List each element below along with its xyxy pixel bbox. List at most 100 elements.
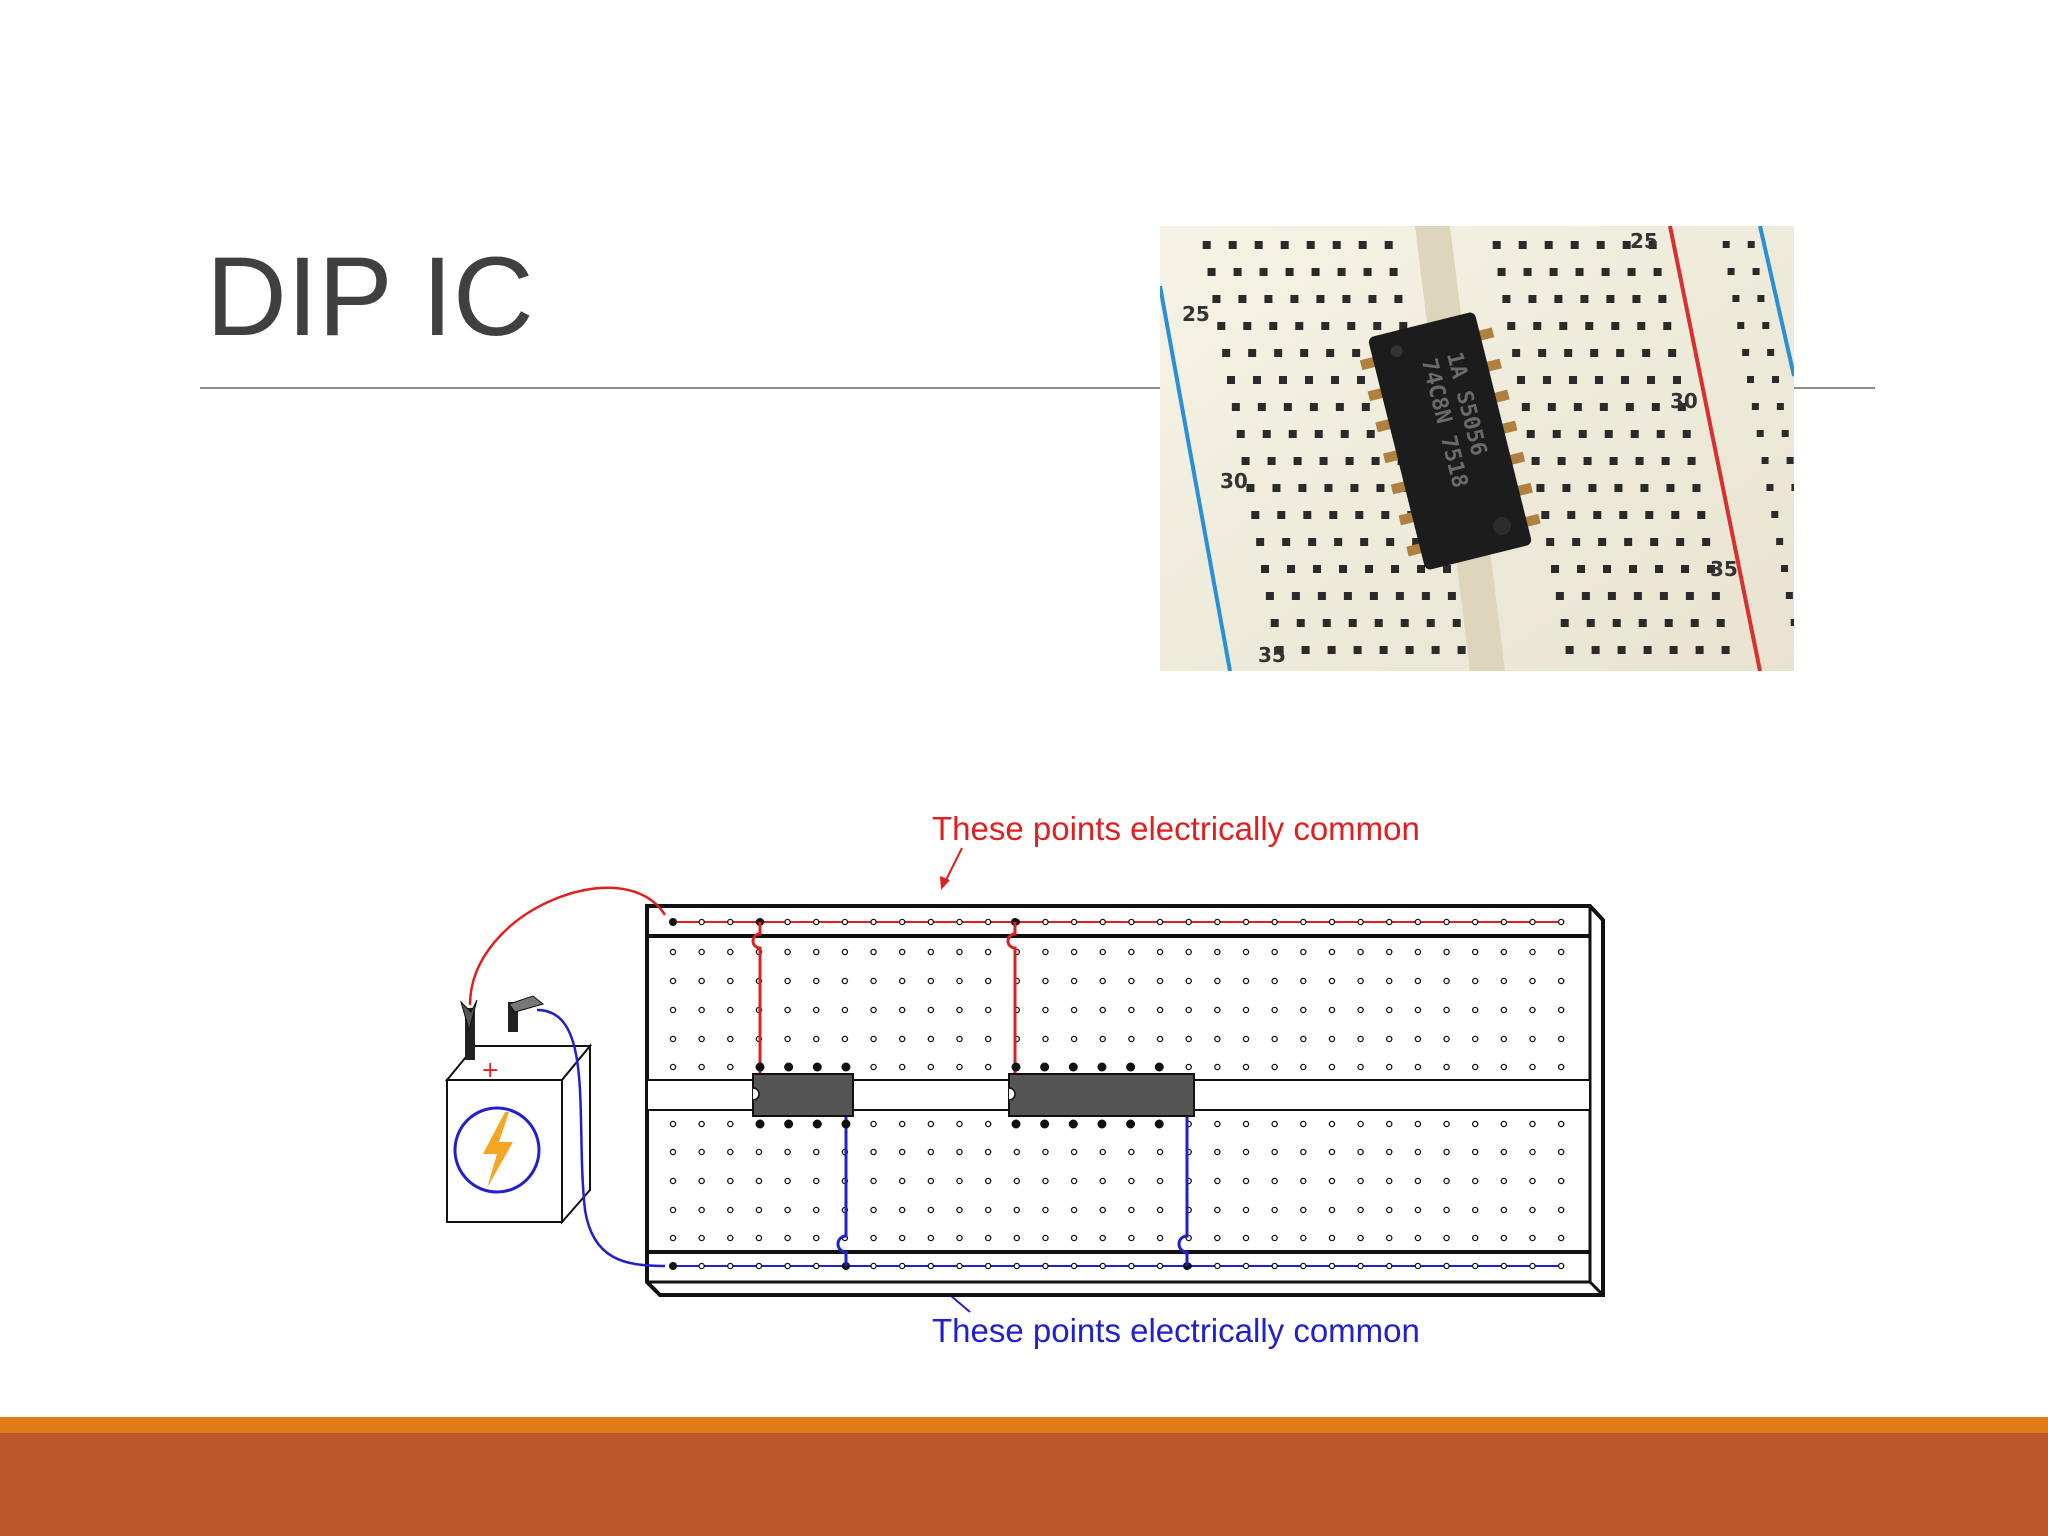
hole [1500,977,1508,985]
hole [1471,1120,1479,1128]
hole [1772,376,1779,383]
hole [1386,1063,1393,1071]
hole [870,1148,877,1156]
hole [870,1063,877,1071]
hole [1345,457,1354,465]
hole [1557,1063,1565,1071]
hole [898,948,906,956]
hole [1316,295,1325,303]
hole [1353,646,1362,654]
hole [1242,1234,1250,1242]
hole [1538,349,1547,357]
hole [1557,1148,1565,1156]
hole [870,1206,877,1214]
hole [1099,1177,1107,1185]
hole [1251,511,1260,519]
hole [1414,948,1422,956]
hole [1457,646,1466,654]
hole [1575,268,1584,276]
hole [1529,1234,1536,1242]
hole [1671,511,1680,519]
hole [1270,619,1279,627]
hole [1328,1148,1336,1156]
hole [1339,565,1348,573]
hole [1791,484,1794,491]
rail-hole [812,1262,820,1270]
hole [1559,322,1568,330]
rail-hole [1214,1262,1221,1270]
hole [1697,511,1706,519]
rail-hole [1271,1262,1278,1270]
positive-wire [468,886,667,1006]
hole [1531,457,1540,465]
hole [1471,1177,1479,1185]
hole [1687,457,1696,465]
rail-hole [1386,918,1393,926]
hole [1257,403,1266,411]
rail-hole [698,918,705,926]
hole [956,1206,963,1214]
hole [1328,1035,1336,1043]
hole [1569,376,1577,384]
hole [984,1035,992,1043]
chip-pin [1040,1119,1050,1129]
hole [1365,565,1374,573]
hole [1271,1120,1278,1128]
hole [1502,295,1511,303]
hole [1547,403,1556,411]
hole [1776,403,1784,410]
hole [1564,349,1573,357]
hole [1443,1206,1450,1214]
hole [841,977,849,985]
hole [1328,948,1336,956]
hole [1128,1177,1135,1185]
hole [1640,484,1649,492]
hole [1348,619,1357,627]
rail-hole [1099,918,1107,926]
hole [1616,349,1625,357]
breadboard-diagram-svg: These points electrically common These p… [444,810,1605,1349]
hole [1185,1006,1192,1014]
hole [956,1120,963,1128]
rail-hole [1156,918,1164,926]
hole [1070,1035,1078,1043]
hole [1737,322,1745,329]
hole [1518,241,1527,249]
hole [1156,1234,1164,1242]
hole [1732,295,1740,302]
hole [812,1234,820,1242]
hole [1443,1234,1450,1242]
hole [1767,349,1775,356]
hole [669,977,677,985]
hole [1300,1206,1307,1214]
breadboard-holes [669,948,1565,1242]
hole [1543,376,1551,384]
hole [812,1006,820,1014]
hole [1500,1006,1508,1014]
hole [1529,1006,1536,1014]
hole [1013,1234,1021,1242]
hole [1291,592,1300,600]
hole [1761,457,1769,464]
hole [1271,1148,1278,1156]
hole [1264,295,1273,303]
hole [1357,1006,1364,1014]
hole [1722,241,1730,248]
hole [1394,295,1403,303]
hole [927,1006,935,1014]
hole [1275,646,1284,654]
hole [727,1148,734,1156]
hole [1271,1063,1278,1071]
vcc-jumper-2 [1006,922,1017,1085]
hole [1690,619,1699,627]
hole [1617,646,1626,654]
hole [1431,646,1440,654]
hole [1358,241,1367,249]
hole [784,1035,791,1043]
hole [1340,430,1349,438]
hole [1405,646,1414,654]
rail-hole [727,918,734,926]
hole [1557,1206,1565,1214]
hole [1528,295,1537,303]
hole [1231,403,1240,411]
